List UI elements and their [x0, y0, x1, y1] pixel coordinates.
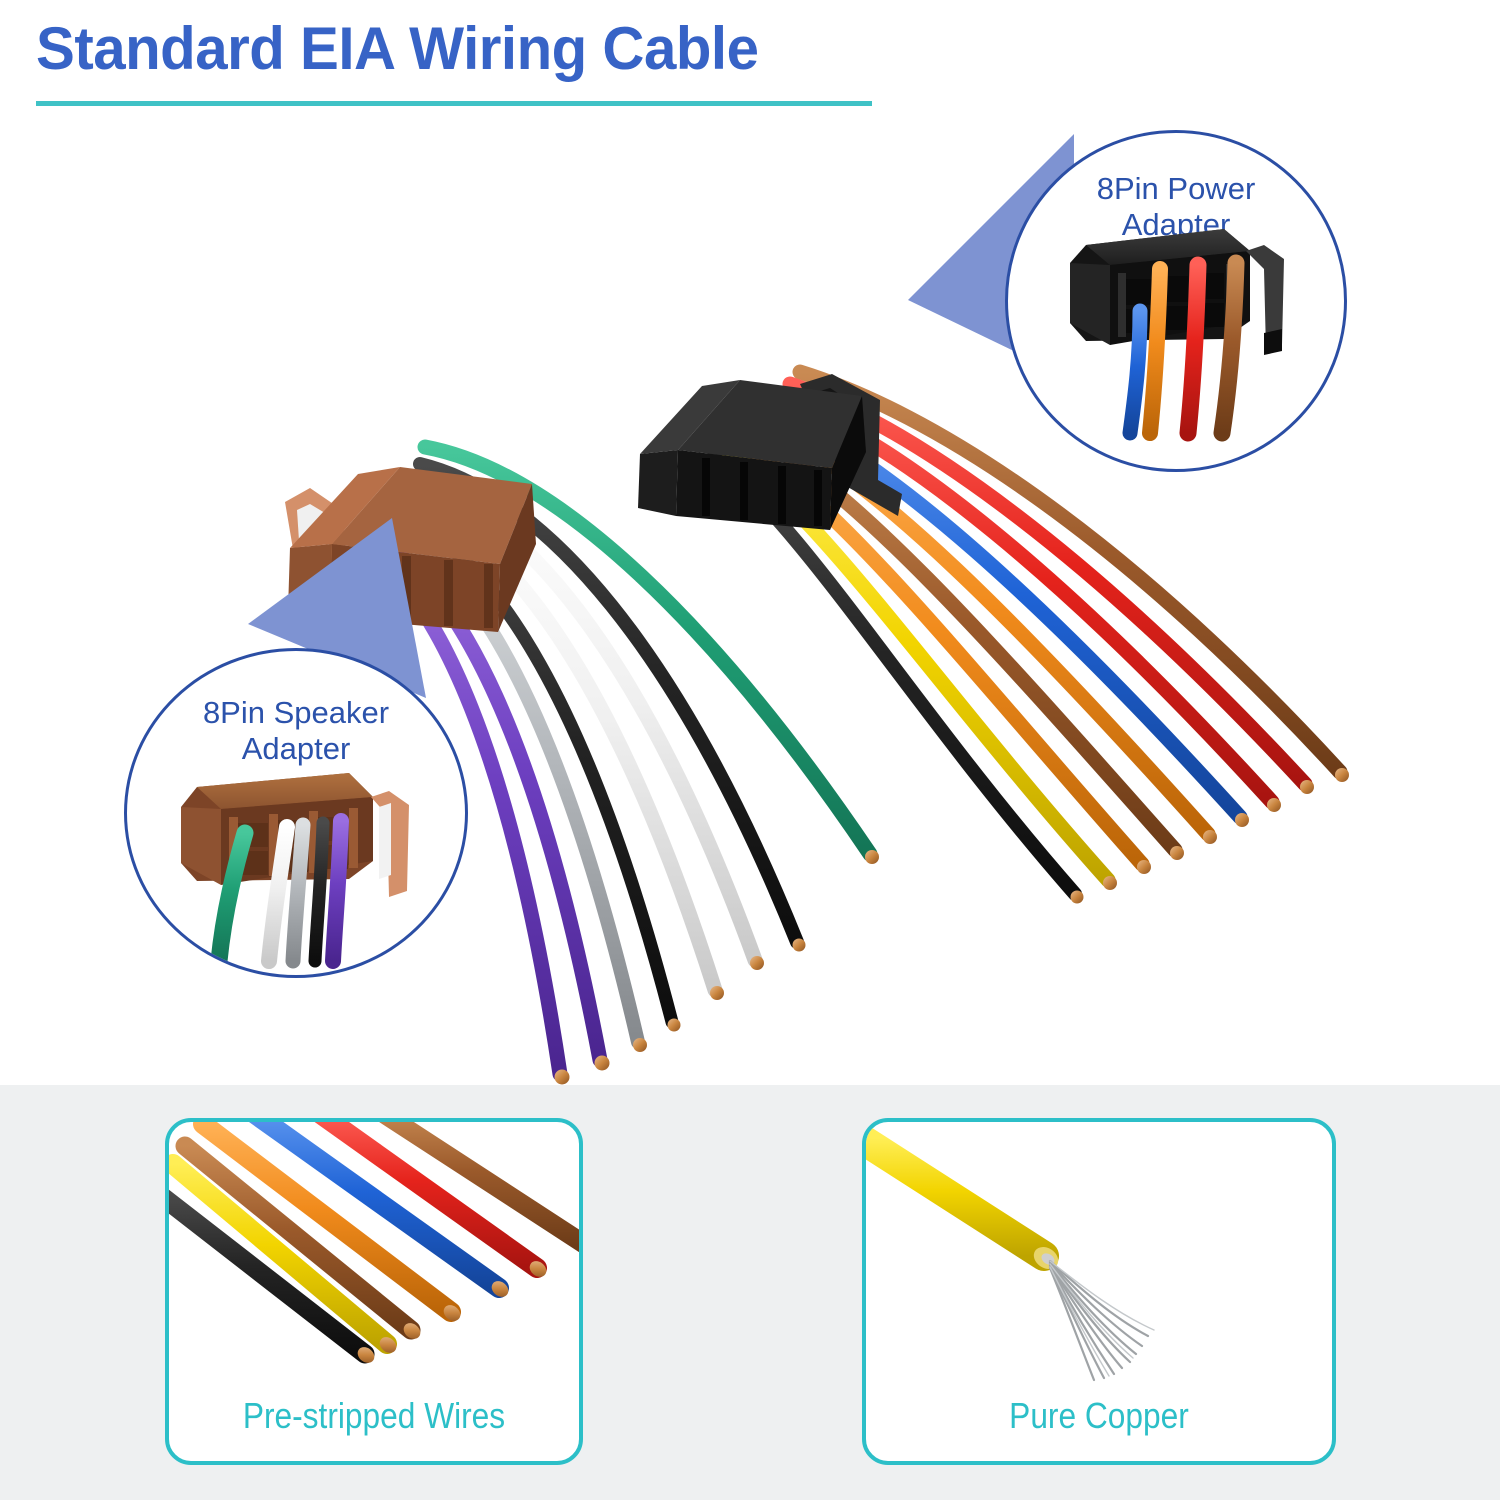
title-block: Standard EIA Wiring Cable — [0, 0, 1000, 120]
power-adapter-inset-photo — [1070, 229, 1284, 442]
speaker-adapter-callout-label: 8Pin Speaker Adapter — [127, 695, 465, 767]
pre-stripped-wires-photo — [169, 1122, 579, 1364]
pure-copper-card: Pure Copper — [862, 1118, 1336, 1465]
pure-copper-label: Pure Copper — [1009, 1395, 1189, 1436]
pre-stripped-wires-label: Pre-stripped Wires — [242, 1395, 506, 1436]
speaker-callout-pointer — [248, 518, 426, 698]
pre-stripped-wires-card: Pre-stripped Wires — [165, 1118, 583, 1465]
pure-copper-photo — [866, 1124, 1155, 1382]
page-title: Standard EIA Wiring Cable — [36, 15, 759, 82]
power-connector-body — [638, 374, 902, 530]
speaker-callout-line2: Adapter — [241, 731, 351, 766]
speaker-adapter-inset-photo — [181, 773, 409, 970]
speaker-callout-line1: 8Pin Speaker — [202, 695, 390, 730]
speaker-adapter-callout-circle: 8Pin Speaker Adapter — [124, 648, 468, 978]
power-adapter-callout-label: 8Pin Power Adapter — [1008, 171, 1344, 243]
power-callout-line1: 8Pin Power — [1096, 171, 1256, 206]
features-panel: Pre-stripped Wires — [0, 1085, 1500, 1500]
power-adapter-callout-circle: 8Pin Power Adapter — [1005, 130, 1347, 472]
hero-product-photo: 8Pin Power Adapter — [0, 112, 1500, 1085]
title-underline — [36, 101, 872, 106]
